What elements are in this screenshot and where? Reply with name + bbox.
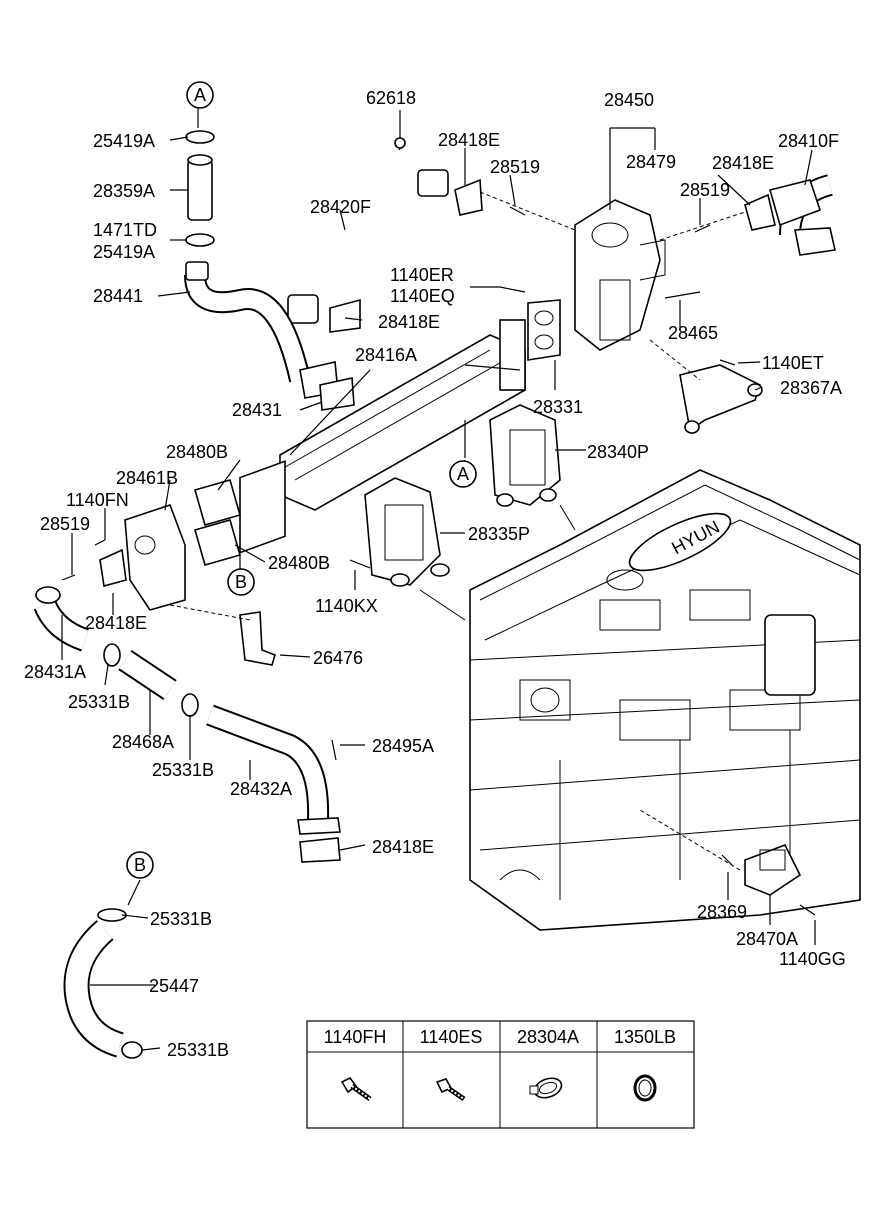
label-28420F: 28420F — [310, 197, 371, 217]
bolt-1140FH-icon — [340, 1076, 372, 1102]
label-28340P: 28340P — [587, 442, 649, 462]
engine-block: HYUN — [469, 469, 861, 931]
label-25331B-a: 25331B — [68, 692, 130, 712]
bracket-28335P — [364, 477, 450, 587]
label-28519-b: 28519 — [680, 180, 730, 200]
label-1471TD: 1471TD — [93, 220, 157, 240]
label-28410F: 28410F — [778, 131, 839, 151]
label-25331B-c: 25331B — [150, 909, 212, 929]
bracket-28367A — [679, 364, 763, 434]
parts-table-header-3: 28304A — [517, 1027, 579, 1047]
label-28480B-b: 28480B — [268, 553, 330, 573]
label-28519-a: 28519 — [490, 157, 540, 177]
callout-B-mid-label: B — [235, 572, 247, 592]
sensor-28470A — [744, 843, 802, 896]
label-1140ER: 1140ER — [390, 265, 454, 285]
callout-B-mid: B — [227, 568, 255, 596]
label-28519-c: 28519 — [40, 514, 90, 534]
bolts — [61, 137, 816, 916]
label-28418E-e: 28418E — [372, 837, 434, 857]
egr-cooler — [239, 319, 526, 554]
label-28418E-d: 28418E — [85, 613, 147, 633]
callout-A-mid: A — [449, 460, 477, 488]
label-62618: 62618 — [366, 88, 416, 108]
label-28431: 28431 — [232, 400, 282, 420]
label-1140ET: 1140ET — [762, 353, 824, 373]
housing-28461B — [124, 503, 186, 611]
pipe-28410F — [769, 174, 836, 256]
bolt-1140ES-icon — [435, 1078, 466, 1102]
label-28418E-c: 28418E — [378, 312, 440, 332]
callout-A-top-label: A — [194, 85, 206, 105]
ring-1350LB-icon — [633, 1074, 657, 1102]
part-labels: 62618 28450 25419A 28418E 28410F 28479 2… — [24, 88, 846, 1060]
label-28418E-b: 28418E — [712, 153, 774, 173]
gaskets — [99, 178, 776, 863]
label-1140GG: 1140GG — [779, 949, 846, 969]
label-25331B-d: 25331B — [167, 1040, 229, 1060]
bracket-26476 — [239, 611, 276, 666]
callout-A-top: A — [186, 81, 214, 109]
label-1140EQ: 1140EQ — [390, 286, 455, 306]
clamp-28304A-icon — [529, 1077, 563, 1099]
label-28468A: 28468A — [112, 732, 174, 752]
label-28450: 28450 — [604, 90, 654, 110]
label-28331: 28331 — [533, 397, 583, 417]
label-1140FN: 1140FN — [66, 490, 129, 510]
label-28441: 28441 — [93, 286, 143, 306]
label-25419A-bot: 25419A — [93, 242, 155, 262]
label-28416A: 28416A — [355, 345, 417, 365]
label-28465: 28465 — [668, 323, 718, 343]
hose-25447 — [63, 908, 143, 1059]
callout-B-bottom-label: B — [134, 855, 146, 875]
leader-lines — [61, 108, 816, 1051]
pipe-28431A — [33, 586, 90, 652]
label-28369: 28369 — [697, 902, 747, 922]
parts-table-header-4: 1350LB — [614, 1027, 676, 1047]
pipe-28432A — [206, 704, 341, 835]
label-28495A: 28495A — [372, 736, 434, 756]
label-28418E-a: 28418E — [438, 130, 500, 150]
label-28359A: 28359A — [93, 181, 155, 201]
label-25447: 25447 — [149, 976, 199, 996]
label-28432A: 28432A — [230, 779, 292, 799]
parts-table-header-2: 1140ES — [420, 1027, 483, 1047]
label-26476: 26476 — [313, 648, 363, 668]
hose-28468A — [103, 643, 199, 717]
callout-A-mid-label: A — [457, 464, 469, 484]
label-28480B-a: 28480B — [166, 442, 228, 462]
label-25419A-top: 25419A — [93, 131, 155, 151]
plate-28480B — [194, 479, 241, 566]
label-1140KX: 1140KX — [315, 596, 378, 616]
label-28335P: 28335P — [468, 524, 530, 544]
bracket-28340P — [489, 404, 561, 507]
label-28479: 28479 — [626, 152, 676, 172]
hose-28359A — [185, 130, 215, 247]
label-28431A: 28431A — [24, 662, 86, 682]
egr-valve — [574, 199, 666, 351]
label-25331B-b: 25331B — [152, 760, 214, 780]
hose-28441 — [184, 261, 311, 383]
callout-B-bottom: B — [126, 851, 154, 879]
label-28470A: 28470A — [736, 929, 798, 949]
parts-table-header-1: 1140FH — [324, 1027, 387, 1047]
parts-table: 1140FH 1140ES 28304A 1350LB — [306, 1020, 695, 1129]
label-28461B: 28461B — [116, 468, 178, 488]
label-28367A: 28367A — [780, 378, 842, 398]
pipe-28420F — [287, 169, 449, 324]
